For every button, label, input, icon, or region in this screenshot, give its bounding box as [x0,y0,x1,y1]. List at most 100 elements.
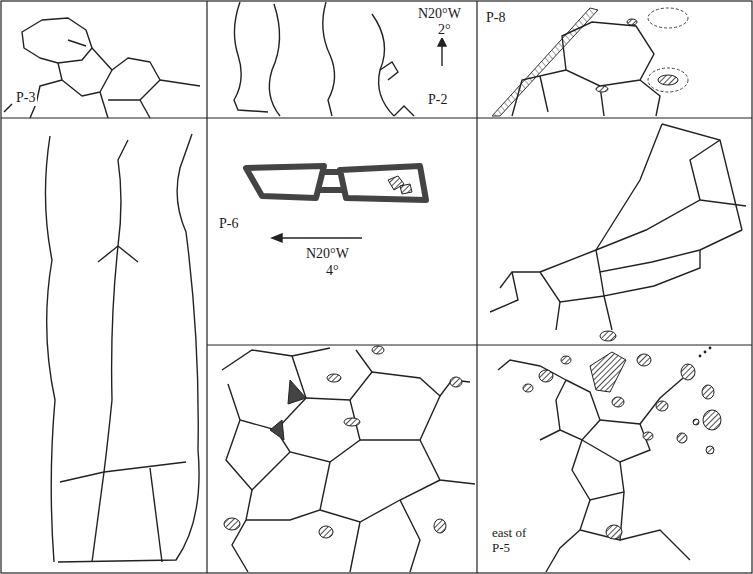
crack-sketch [596,230,742,272]
inclusion [677,433,687,443]
crack-sketch [372,14,394,116]
panel-label: P-6 [217,216,240,232]
crack-sketch [140,100,150,118]
inclusion [561,356,571,364]
crack-sketch [318,187,346,193]
crack-sketch [620,530,690,560]
dike-band [492,8,598,116]
crack-sketch [58,48,112,96]
dike-band [492,8,598,116]
panel-frame [207,344,752,345]
crack-sketch [512,22,660,116]
inclusion [627,19,637,25]
crack-sketch [58,134,199,562]
crack-sketch [572,440,624,500]
north-arrow [441,44,442,66]
inclusion [224,346,462,538]
crack-sketch [340,166,426,200]
inclusion [706,446,714,454]
inclusion-outline [648,8,688,28]
inclusion [702,385,714,399]
crack-sketch [360,396,440,440]
north-arrow [280,237,362,238]
crack-sketch [226,420,290,490]
dark-fill [270,420,284,440]
panel-label: 2° [436,22,453,38]
crack-sketch [380,62,398,80]
inclusion [319,526,333,538]
inclusion [612,397,624,407]
crack-sketch [582,420,650,462]
crack-sketch [306,350,372,400]
dots [699,347,712,358]
crack-sketch [160,80,200,86]
crack-sketch [372,372,470,396]
crack-sketch [222,350,306,430]
crack-sketch [22,18,92,63]
inclusion-outline [648,8,688,92]
inclusion [600,331,616,341]
crack-sketch [540,250,596,272]
crack-sketch [640,372,690,424]
inclusion [539,370,553,382]
inclusion [344,418,360,426]
panel-label: N20°W [304,246,351,262]
crack-sketch [490,124,746,330]
inclusion [523,352,721,539]
crack-sketch [394,106,414,116]
crack-sketch [98,246,118,262]
crack-sketch [350,522,360,572]
crack-sketch [540,430,560,440]
inclusion [658,75,678,85]
crack-sketch [600,250,700,296]
crack-sketch [562,22,654,86]
crack-sketch [4,104,12,112]
crack-sketch [324,169,340,175]
inclusion [656,401,668,411]
north-arrow [438,38,446,66]
crack-sketch [490,272,518,312]
crack-sketch [596,124,662,250]
crack-sketch [104,462,186,472]
crack-sketch [108,58,160,100]
crack-sketch [234,2,414,116]
panel-label: P-2 [426,92,449,108]
inclusion [327,374,341,382]
dots [699,355,702,358]
crack-sketch [320,480,440,522]
inclusion [224,518,240,530]
inclusion [681,364,695,380]
crack-sketch [234,2,268,112]
crack-sketch [540,76,548,112]
inclusion [606,525,622,539]
dark-fill [270,380,306,440]
panel-label: 4° [324,263,341,279]
crack-sketch [246,166,426,200]
panel-label: east of P-5 [490,526,540,556]
crack-sketch [45,136,55,562]
crack-sketch [100,92,108,118]
crack-sketch [118,246,138,262]
crack-sketch [556,380,600,440]
north-arrow [272,234,282,242]
north-arrow [272,234,362,242]
inclusion [434,519,446,533]
crack-sketch [580,492,624,540]
panel-label: N20°W [416,6,463,22]
crack-sketch [323,2,335,116]
dark-fill [288,380,306,404]
panel-frame [1,117,752,118]
dots [709,347,712,350]
inclusion [596,19,678,92]
north-arrow [438,38,446,46]
crack-sketch [690,140,720,200]
crack-sketch [222,348,475,572]
crack-sketch [4,18,200,118]
crack-sketch [118,140,128,246]
inclusion [372,346,384,354]
crack-sketch [546,530,580,572]
crack-sketch [604,296,612,330]
